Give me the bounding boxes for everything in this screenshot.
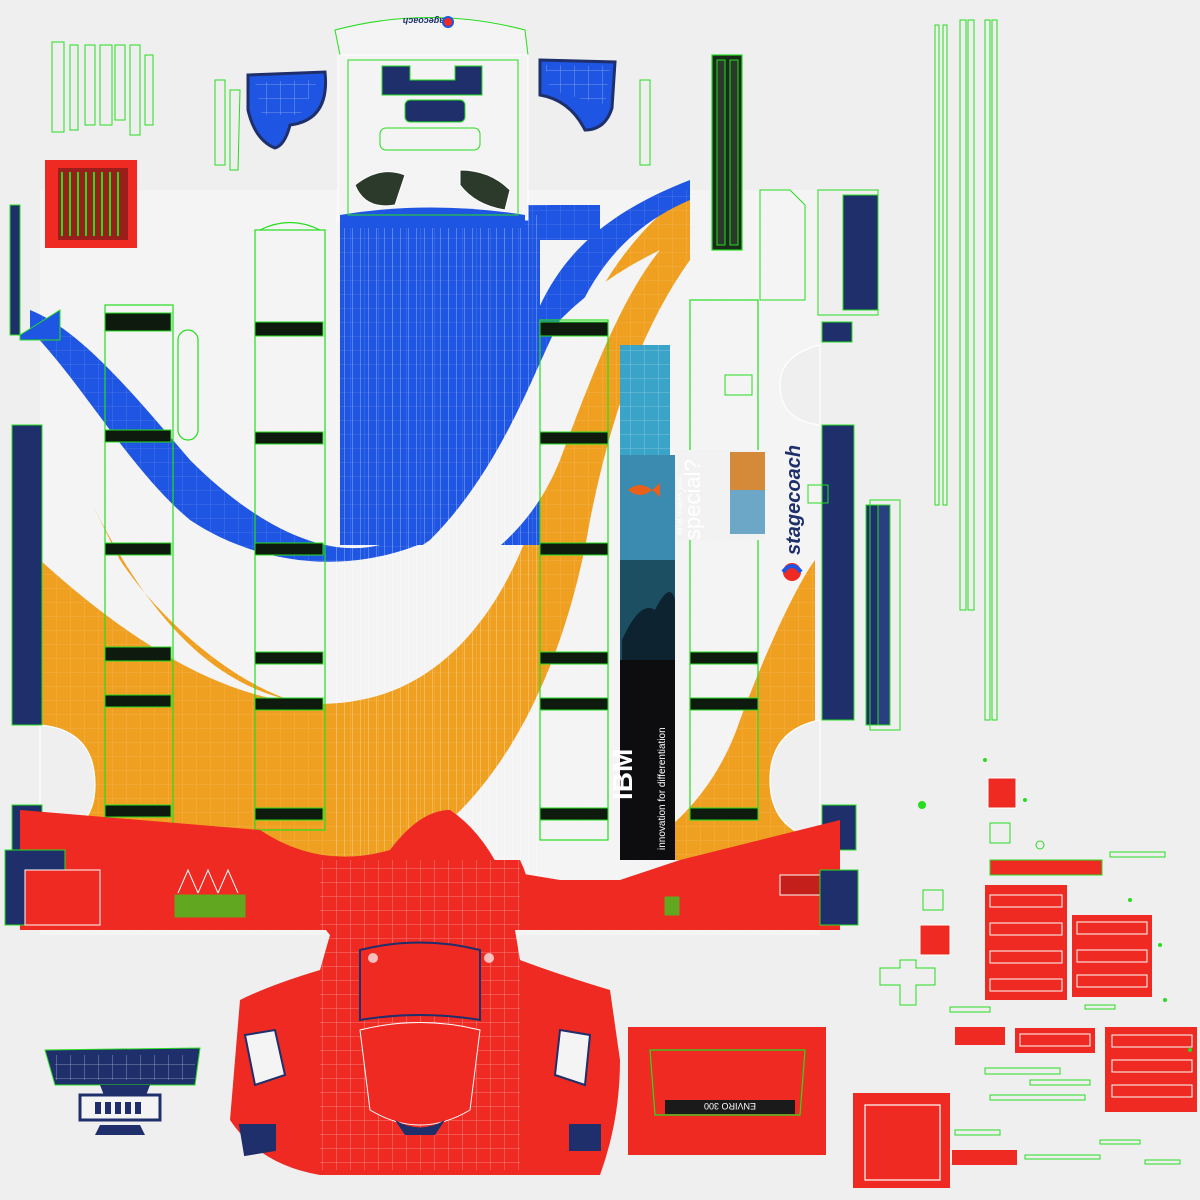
side-logo-icon: [781, 563, 803, 581]
side-logo-text: stagecoach: [783, 445, 805, 555]
front-window-frame: [381, 65, 483, 96]
destination-blind-text: ENVIRO 300: [704, 1101, 756, 1111]
front-end-panel: [4, 810, 859, 1175]
long-trim-strips: [724, 19, 998, 721]
advert-tagline-small: what makes you: [675, 477, 684, 536]
advert-panel: [620, 345, 765, 860]
advert-tagline-big: special?: [680, 459, 705, 540]
navy-side-strips: [9, 194, 891, 866]
advert-tagline: what makes you special?: [675, 459, 705, 540]
stagecoach-logo-icon: [442, 16, 454, 28]
roof-front-piece: [334, 17, 529, 228]
tree-silhouette-icon: [622, 592, 675, 660]
destination-blind-panel: [628, 1027, 826, 1155]
goldfish-icon: [628, 483, 660, 497]
dashboard-part: [44, 1047, 201, 1135]
top-wireframe-parts: [45, 41, 743, 251]
sponsor-logo: IBM: [607, 749, 638, 800]
small-red-parts: [853, 758, 1197, 1188]
sponsor-tagline: innovation for differentiation: [657, 727, 668, 850]
roof-logo-text: Stagecoach: [402, 16, 453, 26]
body-side-panel: [30, 180, 821, 935]
